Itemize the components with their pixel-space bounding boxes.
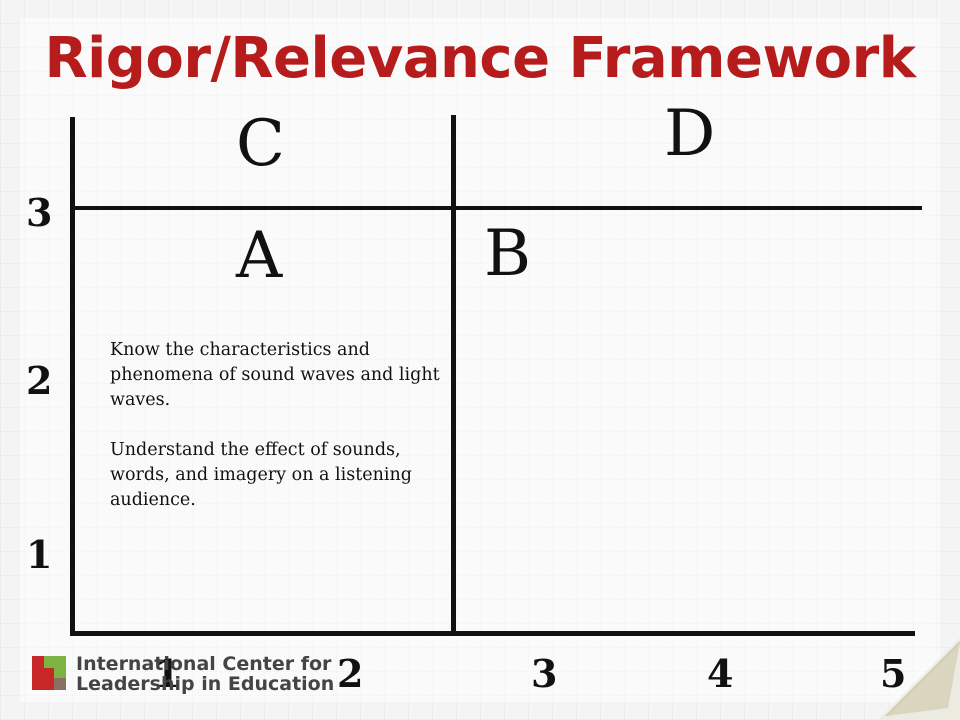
slide-title: Rigor/Relevance Framework xyxy=(44,26,916,91)
quadrant-label-a: A xyxy=(236,219,283,293)
quadrant-label-d: D xyxy=(664,97,716,171)
y-tick-3: 3 xyxy=(26,190,53,235)
logo-line-2: Leadership in Education xyxy=(76,673,335,695)
x-tick-4: 4 xyxy=(707,651,734,696)
content-frame xyxy=(20,18,940,702)
y-tick-2: 2 xyxy=(26,358,53,403)
quadrant-a-paragraph-1: Know the characteristics and phenomena o… xyxy=(110,340,440,410)
x-axis-line xyxy=(70,631,915,636)
quadrant-a-paragraph-2: Understand the effect of sounds, words, … xyxy=(110,440,412,510)
x-tick-2: 2 xyxy=(337,651,364,696)
horizontal-divider-line xyxy=(70,206,922,210)
x-tick-5: 5 xyxy=(880,651,907,696)
x-tick-3: 3 xyxy=(531,651,558,696)
y-axis-line xyxy=(70,117,75,636)
vertical-divider-line xyxy=(451,115,456,635)
organization-logo: International Center for Leadership in E… xyxy=(32,654,334,694)
logo-mark-icon xyxy=(32,656,66,690)
logo-line-1: International Center for xyxy=(76,653,332,675)
logo-text: International Center for Leadership in E… xyxy=(76,654,336,694)
x-tick-1: 1 xyxy=(154,651,181,696)
quadrant-a-text: Know the characteristics and phenomena o… xyxy=(110,338,450,538)
quadrant-label-b: B xyxy=(484,217,532,291)
page-curl-icon xyxy=(878,638,960,720)
quadrant-label-c: C xyxy=(236,107,285,181)
y-tick-1: 1 xyxy=(26,532,53,577)
